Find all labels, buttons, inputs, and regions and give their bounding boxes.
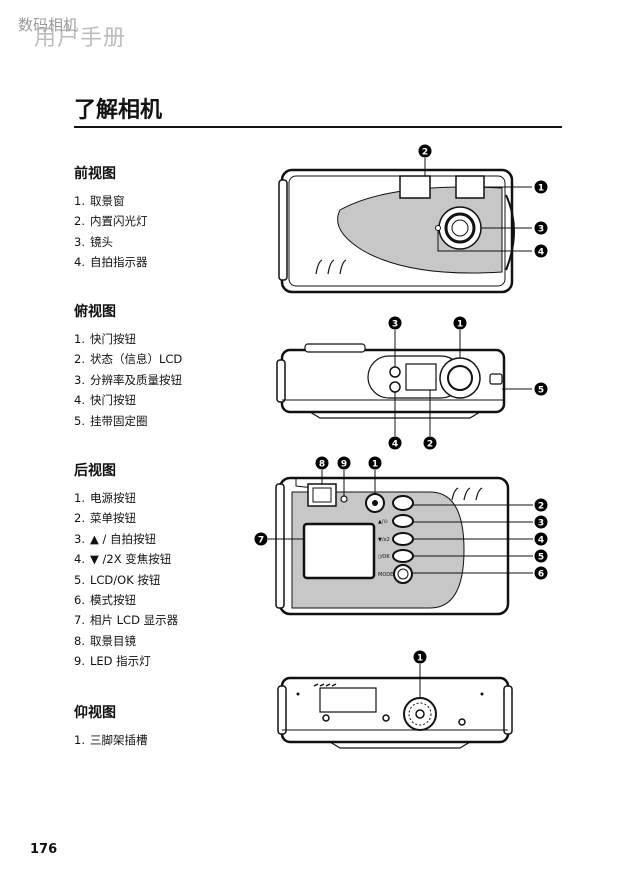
shutter-button xyxy=(447,365,473,391)
flash-window xyxy=(399,175,431,199)
mode-button xyxy=(393,564,413,584)
callout-4-badge: 4 xyxy=(388,436,402,450)
list-item: 5.挂带固定圈 xyxy=(74,413,148,428)
svg-text:6: 6 xyxy=(538,570,544,580)
callout-1-badge: 1 xyxy=(453,316,467,330)
list-item: 7.相片 LCD 显示器 xyxy=(74,613,179,628)
front-view-diagram: 2 1 3 4 xyxy=(278,144,548,294)
lcd-ok-button xyxy=(392,549,414,563)
resolution-button xyxy=(389,366,401,378)
list-item: 8.取景目镜 xyxy=(74,633,136,648)
svg-text:7: 7 xyxy=(258,536,264,546)
list-item: 1.快门按钮 xyxy=(74,332,136,346)
back-view-diagram: ▲/⊙ ▼/x2 ▯/OK MODE 8 9 1 2 3 4 5 6 7 xyxy=(254,456,548,616)
callout-1-badge: 1 xyxy=(368,456,382,470)
led-indicator xyxy=(340,495,348,503)
up-selftimer-button xyxy=(392,514,414,528)
callout-2-badge: 2 xyxy=(418,144,432,158)
status-lcd xyxy=(405,363,437,391)
top-view-diagram: 3 1 5 4 2 xyxy=(276,316,548,450)
callout-3-badge: 3 xyxy=(534,221,548,235)
section-title: 后视图 xyxy=(74,463,116,479)
photo-lcd xyxy=(302,522,376,580)
callout-2-badge: 2 xyxy=(423,436,437,450)
btn-label-down: ▼/x2 xyxy=(378,537,390,543)
strap-ring xyxy=(489,373,503,385)
callout-5-badge: 5 xyxy=(534,549,548,563)
header-category-text: 数码相机 xyxy=(18,16,79,34)
section-title: 前视图 xyxy=(74,166,116,182)
svg-text:3: 3 xyxy=(538,519,544,529)
svg-text:9: 9 xyxy=(341,460,347,470)
callout-4-badge: 4 xyxy=(534,244,548,258)
svg-text:4: 4 xyxy=(538,536,544,546)
list-item: 2.内置闪光灯 xyxy=(74,214,148,229)
callout-3-badge: 3 xyxy=(388,316,402,330)
svg-text:2: 2 xyxy=(422,148,428,158)
list-item: 4.快门按钮 xyxy=(74,393,136,408)
header-manual-text: 用户手册 xyxy=(34,26,127,51)
bottom-view-diagram: 1 xyxy=(277,650,513,749)
svg-text:2: 2 xyxy=(538,502,544,512)
btn-label-mode: MODE xyxy=(378,572,393,578)
menu-button xyxy=(392,495,414,511)
list-item: 4.▼ /2X 变焦按钮 xyxy=(74,552,172,567)
list-item: 1.电源按钮 xyxy=(74,491,136,505)
down-zoom-button xyxy=(392,532,414,546)
page-number: 176 xyxy=(30,842,58,857)
list-item: 3.分辨率及质量按钮 xyxy=(74,372,182,387)
list-item: 6.模式按钮 xyxy=(74,592,136,607)
callout-7-badge: 7 xyxy=(254,532,268,546)
page-title: 了解相机 xyxy=(74,98,163,123)
btn-label-up: ▲/⊙ xyxy=(378,519,388,525)
list-item: 5.LCD/OK 按钮 xyxy=(74,572,161,587)
list-item: 2.状态（信息）LCD xyxy=(74,352,183,367)
list-item: 1.取景窗 xyxy=(74,194,125,208)
list-item: 4.自拍指示器 xyxy=(74,255,148,270)
svg-text:4: 4 xyxy=(538,248,544,258)
svg-text:1: 1 xyxy=(417,654,423,664)
title-divider xyxy=(74,126,562,128)
viewfinder-window xyxy=(455,175,485,199)
callout-3-badge: 3 xyxy=(534,515,548,529)
callout-9-badge: 9 xyxy=(337,456,351,470)
section-bottom-view: 仰视图 1.三脚架插槽 xyxy=(74,702,148,750)
svg-text:8: 8 xyxy=(319,460,325,470)
svg-text:5: 5 xyxy=(538,553,544,563)
svg-text:3: 3 xyxy=(538,225,544,235)
viewfinder-eyepiece xyxy=(307,483,337,507)
section-front-view: 前视图 1.取景窗 2.内置闪光灯 3.镜头 4.自拍指示器 xyxy=(74,163,148,273)
callout-2-badge: 2 xyxy=(534,498,548,512)
list-item: 2.菜单按钮 xyxy=(74,511,136,526)
self-timer-indicator xyxy=(435,225,441,231)
list-item: 3.镜头 xyxy=(74,234,113,249)
svg-text:3: 3 xyxy=(392,320,398,330)
list-item: 9.LED 指示灯 xyxy=(74,654,151,669)
svg-text:4: 4 xyxy=(392,440,398,450)
callout-8-badge: 8 xyxy=(315,456,329,470)
svg-text:2: 2 xyxy=(427,440,433,450)
callout-5-badge: 5 xyxy=(534,382,548,396)
svg-text:5: 5 xyxy=(538,386,544,396)
section-title: 俯视图 xyxy=(74,304,116,320)
callout-4-badge: 4 xyxy=(534,532,548,546)
callout-1-badge: 1 xyxy=(534,180,548,194)
section-top-view: 俯视图 1.快门按钮 2.状态（信息）LCD 3.分辨率及质量按钮 4.快门按钮… xyxy=(74,301,182,431)
svg-text:1: 1 xyxy=(457,320,463,330)
callout-1-badge: 1 xyxy=(413,650,427,664)
list-item: 1.三脚架插槽 xyxy=(74,733,148,747)
section-back-view: 后视图 1.电源按钮 2.菜单按钮 3.▲ / 自拍按钮 4.▼ /2X 变焦按… xyxy=(74,460,178,672)
section-title: 仰视图 xyxy=(74,705,116,721)
list-item: 3.▲ / 自拍按钮 xyxy=(74,531,157,546)
callout-6-badge: 6 xyxy=(534,566,548,580)
btn-label-ok: ▯/OK xyxy=(378,554,390,560)
svg-text:1: 1 xyxy=(372,460,378,470)
svg-text:1: 1 xyxy=(538,184,544,194)
